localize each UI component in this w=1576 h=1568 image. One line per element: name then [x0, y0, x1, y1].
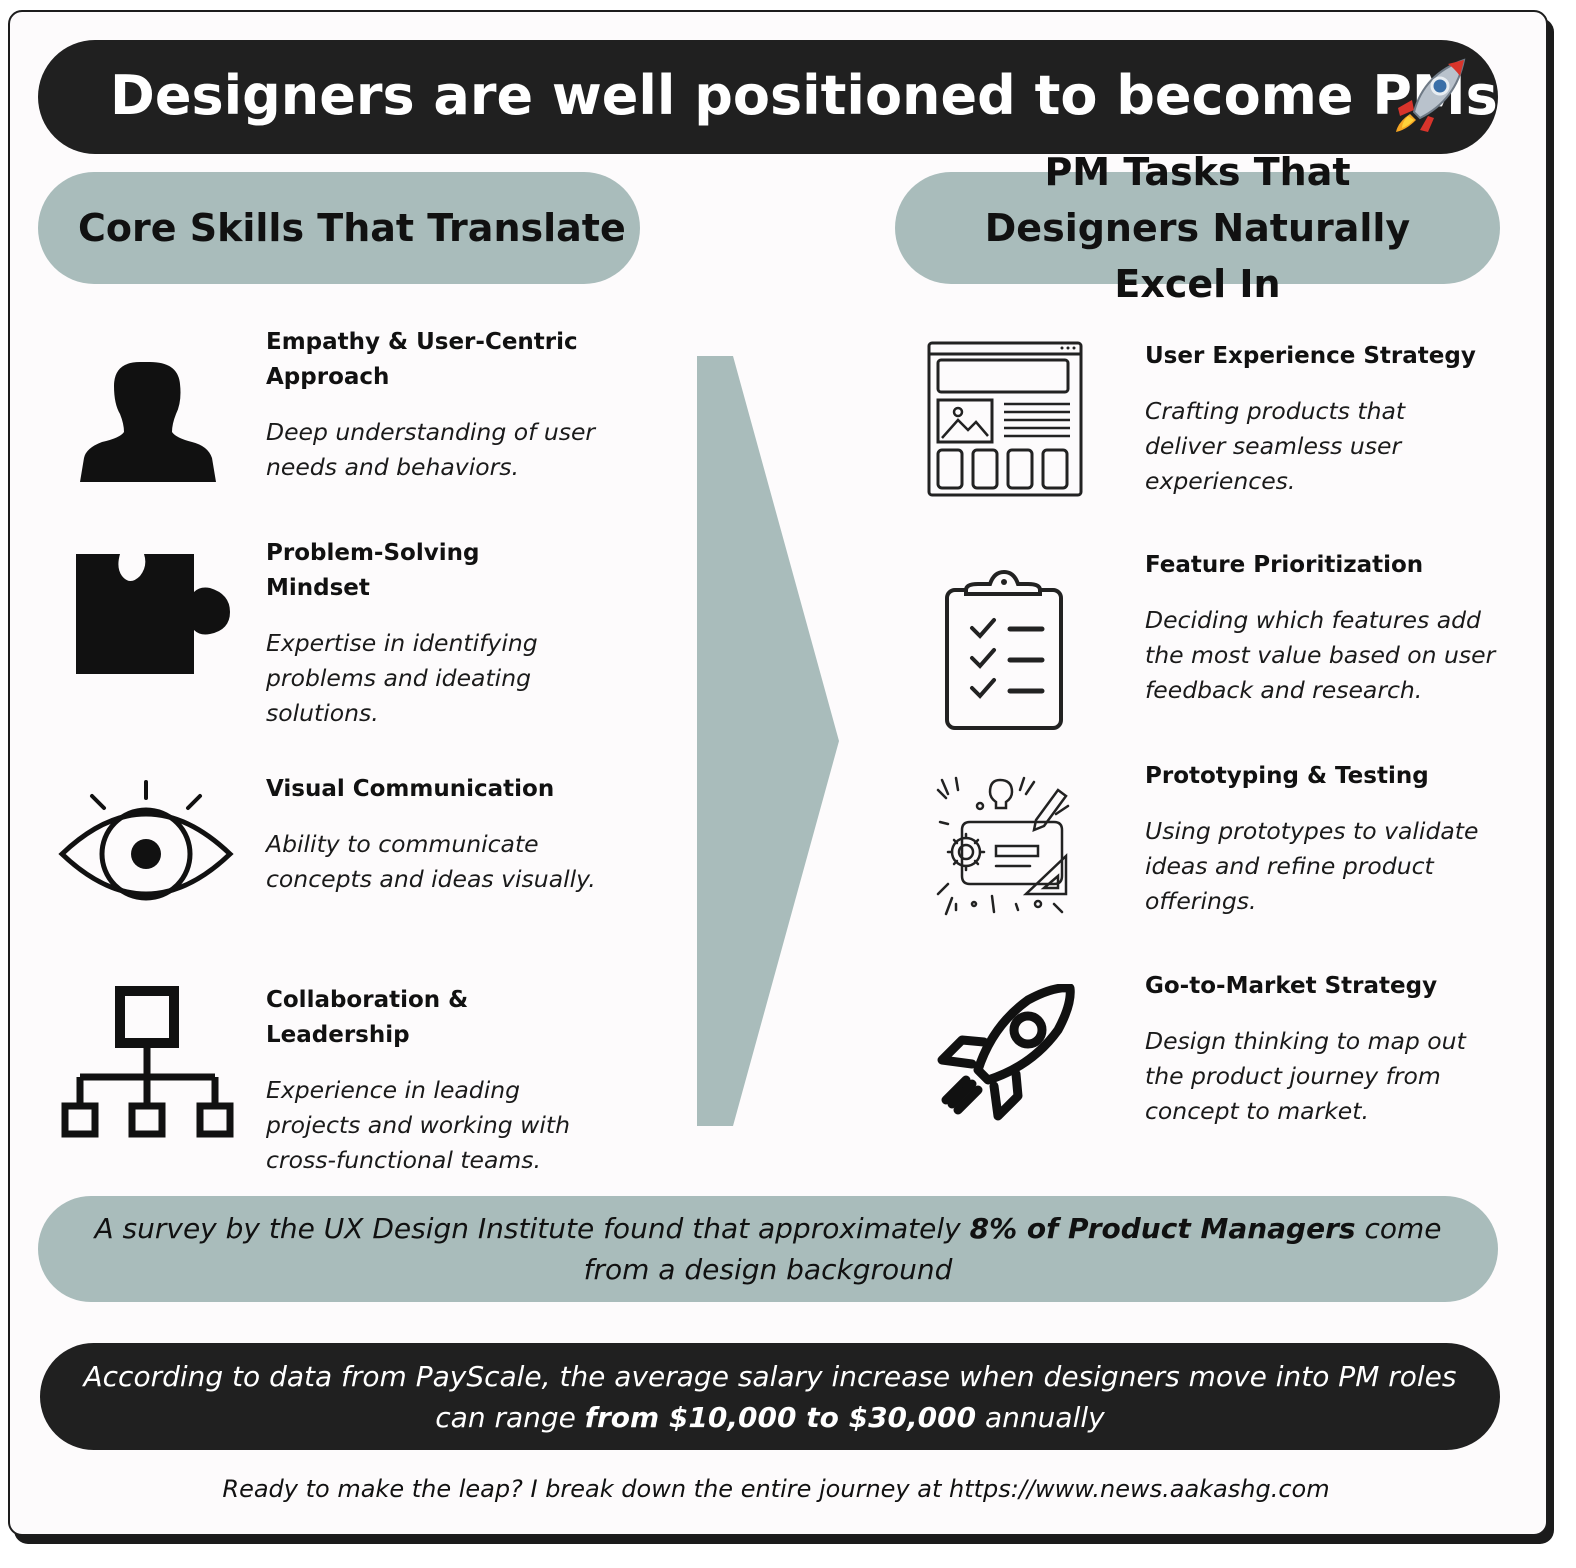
skill-visual-communication: Visual Communication Ability to communic… — [266, 772, 626, 897]
survey-text: A survey by the UX Design Institute foun… — [78, 1208, 1458, 1290]
skill-empathy: Empathy & User-Centric Approach Deep und… — [266, 325, 626, 485]
eye-icon — [58, 780, 234, 901]
page-title: Designers are well positioned to become … — [110, 64, 1498, 127]
salary-text: According to data from PayScale, the ave… — [55, 1356, 1485, 1438]
task-go-to-market: Go-to-Market Strategy Design thinking to… — [1145, 969, 1495, 1129]
skill-problem-solving: Problem-Solving Mindset Expertise in ide… — [266, 536, 586, 731]
title-banner: Designers are well positioned to become … — [38, 40, 1498, 154]
salary-callout: According to data from PayScale, the ave… — [40, 1343, 1500, 1450]
skill-description: Deep understanding of user needs and beh… — [266, 418, 596, 481]
skill-title: Collaboration & Leadership — [266, 987, 469, 1048]
rocket-emoji-icon — [1396, 58, 1466, 132]
survey-text-pre: A survey by the UX Design Institute foun… — [94, 1212, 970, 1245]
wireframe-icon — [927, 341, 1083, 497]
org-chart-icon — [61, 986, 234, 1138]
pm-tasks-heading: PM Tasks That Designers Naturally Excel … — [984, 150, 1411, 306]
skill-description: Expertise in identifying problems and id… — [266, 629, 538, 727]
salary-text-pre: According to data from PayScale, the ave… — [83, 1359, 1457, 1434]
survey-text-post: come from a design background — [583, 1212, 1442, 1286]
task-title: User Experience Strategy — [1145, 343, 1476, 369]
task-description: Crafting products that deliver seamless … — [1145, 397, 1406, 495]
task-prototyping: Prototyping & Testing Using prototypes t… — [1145, 759, 1505, 919]
task-description: Design thinking to map out the product j… — [1145, 1027, 1466, 1125]
task-title: Feature Prioritization — [1145, 552, 1424, 578]
task-description: Using prototypes to validate ideas and r… — [1145, 817, 1479, 915]
person-silhouette-icon — [80, 362, 216, 482]
task-title: Prototyping & Testing — [1145, 763, 1429, 789]
rocket-outline-icon — [937, 984, 1075, 1121]
survey-callout: A survey by the UX Design Institute foun… — [38, 1196, 1498, 1302]
footer-cta: Ready to make the leap? I break down the… — [222, 1475, 1330, 1503]
skill-title: Problem-Solving Mindset — [266, 540, 480, 601]
puzzle-piece-icon — [76, 554, 230, 674]
skill-description: Ability to communicate concepts and idea… — [266, 830, 596, 893]
prototype-sketch-icon — [936, 776, 1070, 916]
skill-title: Empathy & User-Centric Approach — [266, 329, 578, 390]
skill-collaboration: Collaboration & Leadership Experience in… — [266, 983, 616, 1178]
survey-highlight: 8% of Product Managers — [969, 1212, 1356, 1245]
task-ux-strategy: User Experience Strategy Crafting produc… — [1145, 339, 1495, 499]
task-title: Go-to-Market Strategy — [1145, 973, 1438, 999]
core-skills-header: Core Skills That Translate — [38, 172, 640, 284]
salary-highlight: from $10,000 to $30,000 — [584, 1400, 977, 1434]
pm-tasks-header: PM Tasks That Designers Naturally Excel … — [895, 150, 1500, 306]
salary-text-post: annually — [976, 1400, 1105, 1434]
task-feature-prioritization: Feature Prioritization Deciding which fe… — [1145, 548, 1505, 708]
clipboard-checklist-icon — [945, 570, 1063, 730]
skill-title: Visual Communication — [266, 776, 555, 802]
task-description: Deciding which features add the most val… — [1145, 606, 1496, 704]
skill-description: Experience in leading projects and worki… — [266, 1076, 571, 1174]
core-skills-heading: Core Skills That Translate — [78, 206, 626, 250]
chevron-arrow-icon — [697, 356, 839, 1126]
